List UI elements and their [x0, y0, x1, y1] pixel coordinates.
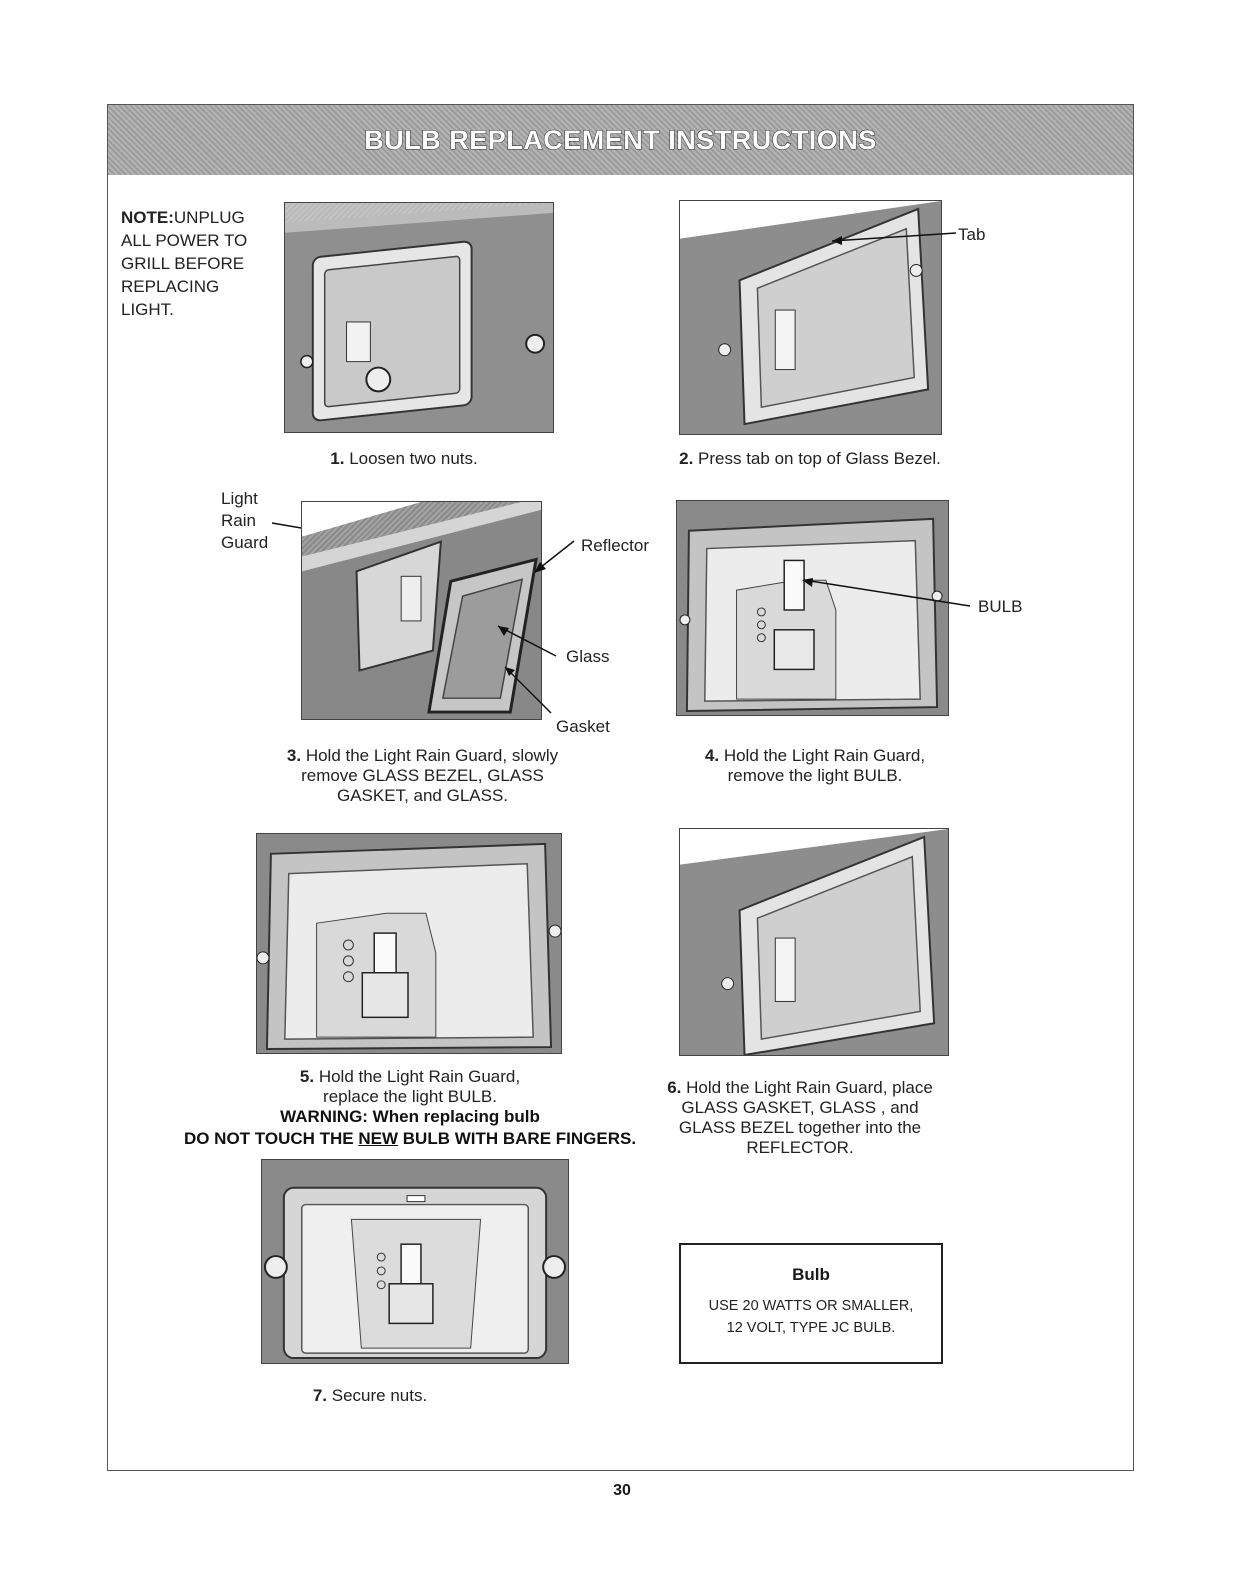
step-number: 4. — [704, 746, 720, 765]
tab-callout: Tab — [958, 225, 986, 244]
header-banner: BULB REPLACEMENT INSTRUCTIONS — [108, 105, 1133, 175]
step-7-photo — [261, 1159, 569, 1364]
bulb-spec-body: USE 20 WATTS OR SMALLER, 12 VOLT, TYPE J… — [681, 1295, 941, 1339]
step-3-photo — [301, 501, 542, 720]
bulb-spec-title: Bulb — [792, 1265, 830, 1284]
callout-line: Guard — [221, 533, 269, 552]
note-line: REPLACING — [121, 277, 220, 296]
step-6-caption: 6. Hold the Light Rain Guard, place GLAS… — [640, 1078, 960, 1158]
bulb-spec-line: 12 VOLT, TYPE JC BULB. — [726, 1320, 896, 1336]
bulb-spec-line: USE 20 WATTS OR SMALLER, — [708, 1298, 914, 1314]
gasket-callout: Gasket — [556, 717, 610, 736]
page-number: 30 — [613, 1482, 631, 1499]
bulb-callout: BULB — [978, 597, 1023, 616]
step-text: remove GLASS BEZEL, GLASS — [301, 766, 544, 785]
note-line: LIGHT. — [121, 300, 174, 319]
callout-line: Rain — [221, 511, 256, 530]
step-number: 6. — [667, 1078, 682, 1097]
step-1-photo — [284, 202, 554, 433]
step-number: 1. — [330, 449, 345, 468]
warning-text: DO NOT TOUCH THE — [183, 1129, 359, 1148]
warning-line-1: WARNING: When replacing bulb — [280, 1107, 540, 1126]
reflector-leader-line — [534, 540, 575, 573]
step-text: replace the light BULB. — [323, 1087, 497, 1106]
step-number: 5. — [299, 1067, 315, 1086]
bulb-spec-box: Bulb USE 20 WATTS OR SMALLER, 12 VOLT, T… — [679, 1243, 943, 1364]
step-text: Hold the Light Rain Guard, — [723, 746, 926, 765]
step-text: REFLECTOR. — [746, 1138, 854, 1157]
bulb-leader-line — [802, 578, 971, 607]
step-7-caption: 7. Secure nuts. — [290, 1386, 450, 1406]
step-text: Hold the Light Rain Guard, place — [686, 1078, 933, 1097]
step-text: GLASS GASKET, GLASS , and — [681, 1098, 919, 1117]
step-1-caption: 1. Loosen two nuts. — [284, 449, 524, 469]
step-4-caption: 4. Hold the Light Rain Guard, remove the… — [665, 746, 965, 786]
glass-callout: Glass — [566, 647, 610, 666]
step-2-caption: 2. Press tab on top of Glass Bezel. — [655, 449, 965, 469]
step-number: 2. — [679, 449, 694, 468]
note-line: UNPLUG — [173, 208, 245, 227]
step-number: 3. — [286, 746, 302, 765]
step-4-photo — [676, 500, 949, 716]
content-frame — [107, 104, 1134, 1471]
tab-leader-line — [831, 232, 957, 245]
page-title: BULB REPLACEMENT INSTRUCTIONS — [364, 124, 877, 155]
unplug-note: NOTE:UNPLUG ALL POWER TO GRILL BEFORE RE… — [121, 206, 247, 321]
step-2-photo — [679, 200, 942, 435]
step-3-caption: 3. Hold the Light Rain Guard, slowly rem… — [245, 746, 600, 806]
note-line: ALL POWER TO — [121, 231, 248, 250]
callout-line: Light — [221, 489, 258, 508]
reflector-callout: Reflector — [581, 536, 650, 555]
gasket-leader-line — [504, 666, 552, 714]
step-number: 7. — [312, 1386, 327, 1405]
step-text: Loosen two nuts. — [349, 449, 478, 468]
step-text: Hold the Light Rain Guard, slowly — [305, 746, 559, 765]
light-rain-guard-callout: Light Rain Guard — [221, 488, 268, 554]
step-text: GASKET, and GLASS. — [336, 786, 509, 805]
step-text: Secure nuts. — [331, 1386, 428, 1405]
step-text: Press tab on top of Glass Bezel. — [698, 449, 941, 468]
note-label: NOTE: — [121, 208, 174, 227]
warning-line-2: DO NOT TOUCH THE NEW BULB WITH BARE FING… — [184, 1129, 636, 1148]
step-5-caption: 5. Hold the Light Rain Guard, replace th… — [265, 1067, 555, 1107]
step-6-photo — [679, 828, 949, 1056]
step-text: remove the light BULB. — [727, 766, 903, 785]
note-line: GRILL BEFORE — [121, 254, 245, 273]
glass-leader-line — [497, 625, 557, 657]
step-5-photo — [256, 833, 562, 1054]
bulb-warning: WARNING: When replacing bulb DO NOT TOUC… — [150, 1106, 670, 1150]
step-text: GLASS BEZEL together into the — [678, 1118, 922, 1137]
step-text: Hold the Light Rain Guard, — [318, 1067, 521, 1086]
warning-emphasis: NEW — [358, 1129, 399, 1148]
warning-text: BULB WITH BARE FINGERS. — [398, 1129, 637, 1148]
